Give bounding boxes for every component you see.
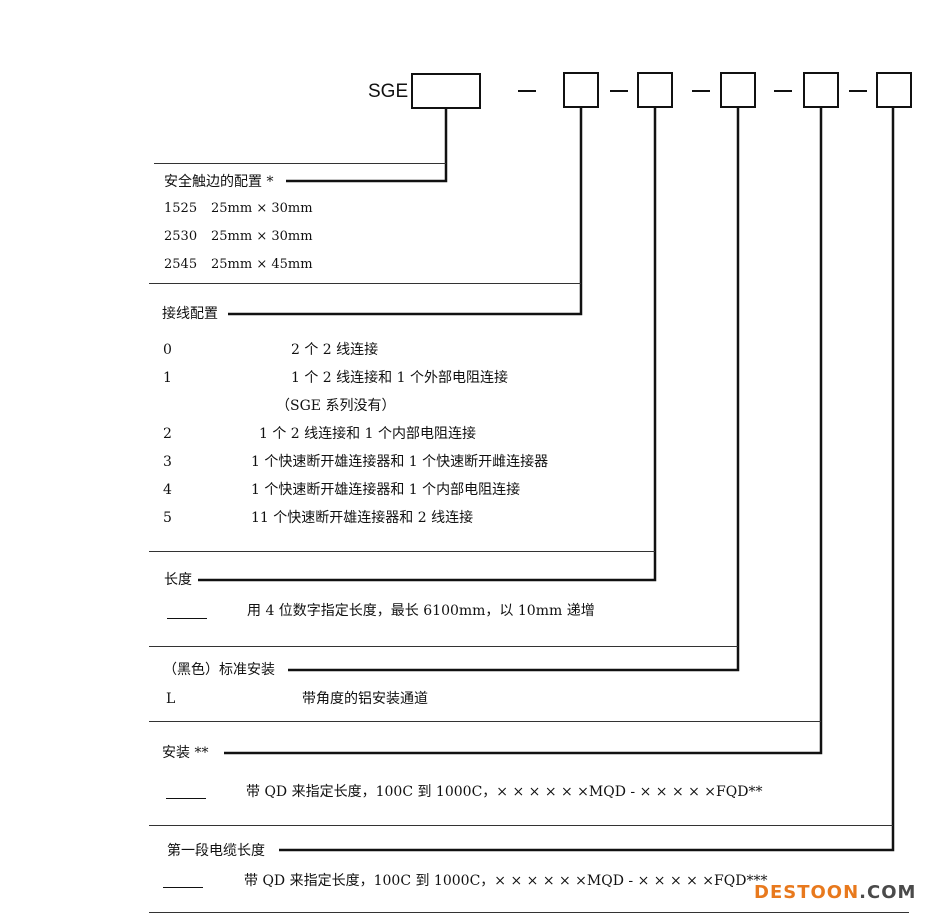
connector-edge-config [286,109,448,183]
separator-dash [518,90,536,92]
connector-mounting [288,108,740,672]
separator-dash [774,90,792,92]
section-divider [149,825,893,826]
code-box-install [803,72,839,108]
wiring-desc: 1 个 2 线连接和 1 个内部电阻连接 [259,426,476,442]
separator-dash [692,90,710,92]
section-divider [149,721,821,722]
cable-title: 第一段电缆长度 [167,843,265,859]
watermark-logo: DESTOON.COM [754,882,916,903]
wiring-note: （SGE 系列没有） [276,398,396,414]
wiring-desc: 11 个快速断开雄连接器和 2 线连接 [251,510,474,526]
wiring-code: 0 [163,342,172,358]
mounting-code: L [166,691,176,707]
code-box-wiring [563,72,599,108]
length-title: 长度 [164,572,192,588]
edge-config-code: 2530 [164,229,198,244]
model-prefix: SGE [368,81,409,102]
install-desc: 带 QD 来指定长度，100C 到 1000C，× × × × × ×MQD -… [246,784,763,800]
wiring-desc: 1 个快速断开雄连接器和 1 个内部电阻连接 [251,482,521,498]
section-divider [149,551,655,552]
wiring-desc: 2 个 2 线连接 [291,342,379,358]
mounting-title: （黑色）标准安装 [163,662,275,678]
code-box-edge-config [411,73,481,109]
install-blank-field [166,798,206,799]
edge-config-code: 2545 [164,257,198,272]
wiring-code: 5 [163,510,172,526]
watermark-brand: DESTOON [754,882,860,903]
watermark-suffix: .COM [859,882,917,903]
length-blank-field [167,618,207,619]
wiring-code: 1 [163,370,172,386]
section-divider [154,163,446,164]
edge-config-title: 安全触边的配置 * [164,174,274,190]
separator-dash [610,90,628,92]
code-box-length [637,72,673,108]
wiring-code: 4 [163,482,172,498]
cable-desc: 带 QD 来指定长度，100C 到 1000C，× × × × × ×MQD -… [244,873,768,889]
wiring-desc: 1 个快速断开雄连接器和 1 个快速断开雌连接器 [251,454,549,470]
connector-length [198,108,657,582]
code-box-mounting [720,72,756,108]
connector-install [224,108,823,755]
connector-cable [279,108,895,852]
install-title: 安装 ** [162,745,209,761]
section-divider [149,646,738,647]
wiring-desc: 1 个 2 线连接和 1 个外部电阻连接 [291,370,508,386]
edge-config-size: 25mm × 45mm [211,257,313,272]
section-divider [149,912,909,913]
wiring-code: 3 [163,454,172,470]
edge-config-code: 1525 [164,201,198,216]
edge-config-size: 25mm × 30mm [211,229,313,244]
wiring-code: 2 [163,426,172,442]
section-divider [149,283,581,284]
wiring-title: 接线配置 [162,306,218,322]
cable-blank-field [163,887,203,888]
length-desc: 用 4 位数字指定长度，最长 6100mm，以 10mm 递增 [247,603,595,619]
mounting-desc: 带角度的铝安装通道 [302,691,428,707]
separator-dash [849,90,867,92]
edge-config-size: 25mm × 30mm [211,201,313,216]
code-box-cable [876,72,912,108]
connector-wiring [228,108,583,316]
